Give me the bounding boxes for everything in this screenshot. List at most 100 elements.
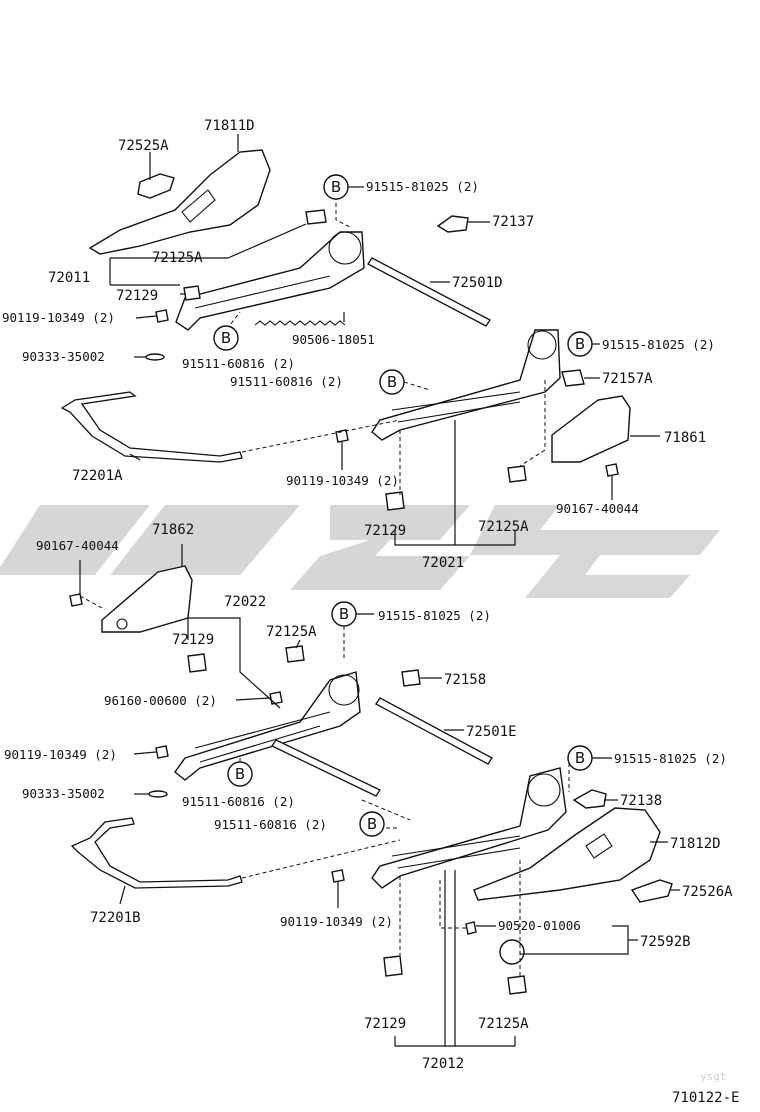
recliner-gear-lower-right bbox=[527, 773, 561, 807]
bracket-72011 bbox=[109, 257, 228, 286]
clip-72125A-lower-mid bbox=[507, 975, 527, 995]
svg-text:B: B bbox=[221, 329, 231, 347]
label-90333-35002-a: 90333-35002 bbox=[22, 349, 105, 364]
bolt-90119-10349-lower-left bbox=[155, 745, 169, 759]
b-callout-6: B bbox=[567, 745, 593, 771]
track-72022 bbox=[174, 671, 361, 781]
clip-72125A-lower-left bbox=[285, 645, 305, 663]
watermark-g bbox=[470, 505, 720, 598]
bracket-72592B bbox=[520, 925, 638, 955]
b-callout-2: B bbox=[213, 325, 239, 351]
dashed-connectors bbox=[79, 196, 570, 976]
label-72125A-b: 72125A bbox=[478, 519, 529, 535]
bar-72201B bbox=[70, 817, 243, 889]
b-callouts: B B B B B B B B bbox=[213, 174, 593, 837]
spring-90506-18051 bbox=[254, 320, 346, 326]
bolt-90167-40044-lower bbox=[69, 593, 83, 607]
clip-72138 bbox=[572, 789, 607, 809]
knob-72525A bbox=[137, 173, 175, 199]
clip-72137 bbox=[436, 215, 469, 233]
rod-72501D bbox=[367, 257, 491, 327]
label-72129-d: 72129 bbox=[364, 1016, 406, 1032]
cover-71812D bbox=[473, 807, 661, 901]
label-72129-a: 72129 bbox=[116, 288, 158, 304]
track-72021 bbox=[371, 329, 561, 441]
label-90119-10349-a: 90119-10349 (2) bbox=[2, 310, 115, 325]
bar-72201A bbox=[60, 391, 243, 463]
tube-lower bbox=[271, 739, 381, 797]
block-72129-lower-left bbox=[187, 653, 207, 673]
cover-71812D-slot bbox=[585, 833, 613, 859]
label-90119-10349-c: 90119-10349 (2) bbox=[4, 747, 117, 762]
svg-text:B: B bbox=[387, 373, 397, 391]
label-72129-b: 72129 bbox=[364, 523, 406, 539]
leader-lines bbox=[79, 134, 680, 927]
label-71812D: 71812D bbox=[670, 836, 721, 852]
bracket-72022 bbox=[187, 617, 281, 709]
track-72012-rail bbox=[391, 835, 521, 869]
label-72137: 72137 bbox=[492, 214, 534, 230]
pin-90520-01006 bbox=[465, 921, 477, 935]
watermark-text: ysgt bbox=[700, 1070, 727, 1083]
label-91511-60816-c: 91511-60816 (2) bbox=[182, 794, 295, 809]
label-72501E: 72501E bbox=[466, 724, 517, 740]
b-callout-5: B bbox=[331, 601, 357, 627]
recliner-gear-upper-right bbox=[527, 330, 557, 360]
knob-72526A bbox=[630, 879, 673, 903]
bolt-90167-40044-upper bbox=[605, 463, 619, 477]
svg-text:B: B bbox=[339, 605, 349, 623]
label-90167-40044-b: 90167-40044 bbox=[36, 538, 119, 553]
clip-72157A bbox=[561, 369, 585, 387]
label-91515-81025-d: 91515-81025 (2) bbox=[614, 751, 727, 766]
label-72157A: 72157A bbox=[602, 371, 653, 387]
label-90520-01006: 90520-01006 bbox=[498, 918, 581, 933]
svg-text:B: B bbox=[575, 749, 585, 767]
cover-71862-hole bbox=[116, 618, 128, 630]
label-72501D: 72501D bbox=[452, 275, 503, 291]
cover-71811D bbox=[88, 149, 271, 255]
label-72011: 72011 bbox=[48, 270, 90, 286]
label-72201A: 72201A bbox=[72, 468, 123, 484]
ring-90333-35002-lower bbox=[148, 790, 168, 798]
clip-72125A-upper-mid bbox=[507, 465, 527, 483]
b-callout-8: B bbox=[359, 811, 385, 837]
label-90119-10349-d: 90119-10349 (2) bbox=[280, 914, 393, 929]
label-72022: 72022 bbox=[224, 594, 266, 610]
label-71861: 71861 bbox=[664, 430, 706, 446]
svg-text:B: B bbox=[367, 815, 377, 833]
clip-72125A-upper-left bbox=[305, 209, 327, 225]
label-72138: 72138 bbox=[620, 793, 662, 809]
knob-72592B bbox=[499, 939, 525, 965]
watermark-y-right bbox=[110, 505, 300, 575]
label-72525A: 72525A bbox=[118, 138, 169, 154]
track-72021-rail bbox=[391, 391, 521, 423]
diagram-code: 710122-E bbox=[672, 1090, 739, 1106]
bracket-72012 bbox=[394, 870, 516, 1047]
recliner-gear-upper-left bbox=[328, 231, 362, 265]
bolt-90119-10349-upper-mid bbox=[335, 429, 349, 443]
cover-71862 bbox=[101, 565, 193, 633]
b-callout-7: B bbox=[227, 761, 253, 787]
block-72129-upper-mid bbox=[385, 491, 405, 511]
label-90119-10349-b: 90119-10349 (2) bbox=[286, 473, 399, 488]
track-72011 bbox=[175, 231, 365, 331]
track-72011-rail bbox=[194, 275, 331, 319]
block-72129-lower-mid bbox=[383, 955, 403, 977]
bolt-90119-10349-upper-left bbox=[155, 309, 169, 323]
svg-text:B: B bbox=[235, 765, 245, 783]
label-72125A-a: 72125A bbox=[152, 250, 203, 266]
b-callout-4: B bbox=[379, 369, 405, 395]
label-91515-81025-c: 91515-81025 (2) bbox=[378, 608, 491, 623]
upper-track-assembly bbox=[60, 149, 631, 546]
label-72526A: 72526A bbox=[682, 884, 733, 900]
cover-71861 bbox=[551, 395, 631, 463]
label-96160-00600: 96160-00600 (2) bbox=[104, 693, 217, 708]
svg-text:B: B bbox=[575, 335, 585, 353]
watermark-s bbox=[290, 505, 470, 590]
label-72012: 72012 bbox=[422, 1056, 464, 1072]
watermark-y-left bbox=[0, 505, 150, 575]
label-72158: 72158 bbox=[444, 672, 486, 688]
label-72129-c: 72129 bbox=[172, 632, 214, 648]
part-labels: 72525A 71811D 91515-81025 (2) 72137 7212… bbox=[2, 118, 739, 1106]
